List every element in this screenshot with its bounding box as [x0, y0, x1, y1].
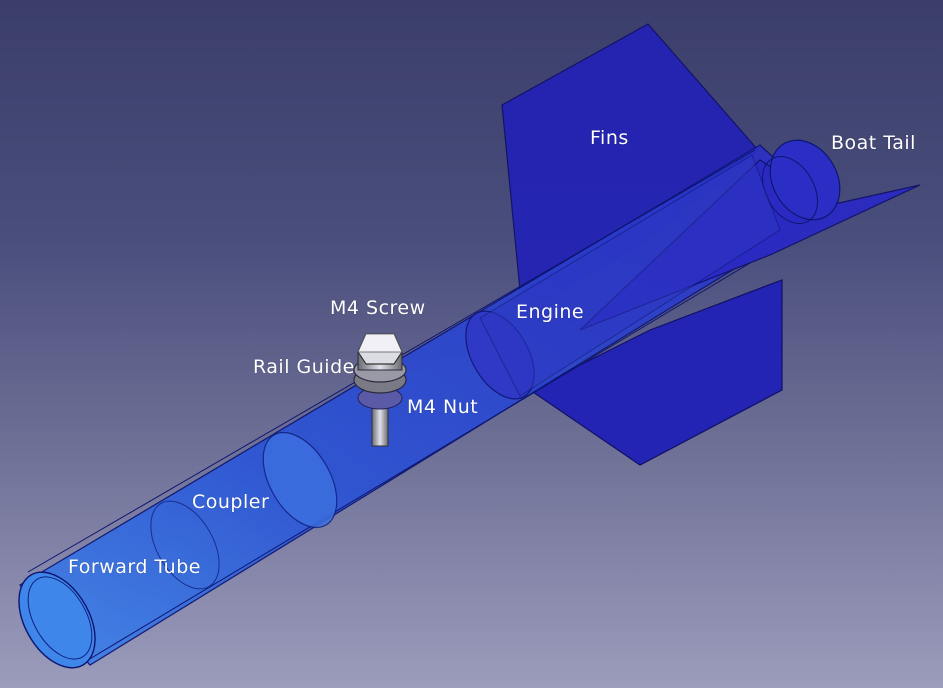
label-rail-guide: Rail Guide — [253, 356, 355, 378]
tube-edge-line — [87, 214, 831, 661]
coupler-rear-ring — [150, 500, 220, 590]
label-coupler: Coupler — [192, 491, 270, 513]
lower-fin[interactable] — [528, 279, 783, 466]
label-forward-tube: Forward Tube — [68, 556, 201, 578]
label-boat-tail: Boat Tail — [831, 132, 916, 154]
label-m4-nut: M4 Nut — [407, 396, 479, 418]
label-m4-screw: M4 Screw — [330, 297, 426, 319]
coupler[interactable] — [248, 420, 352, 540]
rail-guide-assembly[interactable] — [353, 333, 407, 447]
label-fins: Fins — [590, 127, 629, 149]
label-engine: Engine — [516, 301, 585, 323]
engine-casing — [479, 154, 781, 397]
boat-tail[interactable] — [756, 128, 853, 233]
forward-tube-inner — [27, 576, 93, 660]
